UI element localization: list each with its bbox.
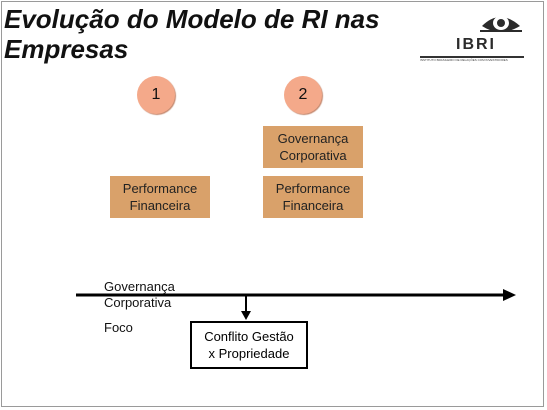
axis-label-line1: Governança xyxy=(104,279,175,294)
axis-label-line2: Corporativa xyxy=(104,295,172,310)
slide-title-line1: Evolução do Modelo de RI nas xyxy=(4,4,380,34)
axis-label-governanca: Governança Corporativa xyxy=(104,279,175,311)
stage1-performance-line2: Financeira xyxy=(129,198,191,213)
stage1-performance-box: Performance Financeira xyxy=(110,176,210,218)
stage-2-circle: 2 xyxy=(284,76,322,114)
ibri-logo-text: IBRI xyxy=(456,36,496,53)
stage2-performance-box: Performance Financeira xyxy=(263,176,363,218)
conflict-line1: Conflito Gestão xyxy=(204,329,294,344)
stage2-governanca-line1: Governança xyxy=(277,131,349,146)
timeline-arrowhead xyxy=(503,289,516,301)
stage2-performance-line2: Financeira xyxy=(282,198,344,213)
conflict-line2: x Propriedade xyxy=(208,346,290,361)
focus-arrowhead xyxy=(241,311,251,320)
stage2-governanca-box: Governança Corporativa xyxy=(263,126,363,168)
stage1-performance-line1: Performance xyxy=(122,181,198,196)
conflict-box: Conflito Gestão x Propriedade xyxy=(190,321,308,369)
ibri-eye-icon xyxy=(480,16,522,32)
ibri-logo-subtitle: INSTITUTO BRASILEIRO DE RELAÇÕES COM INV… xyxy=(420,56,524,63)
stage2-performance-line1: Performance xyxy=(275,181,351,196)
stage2-governanca-line2: Corporativa xyxy=(279,148,347,163)
slide-title: Evolução do Modelo de RI nas Empresas xyxy=(4,4,424,64)
stage-1-circle: 1 xyxy=(137,76,175,114)
slide-title-line2: Empresas xyxy=(4,34,129,64)
focus-label: Foco xyxy=(104,320,133,335)
